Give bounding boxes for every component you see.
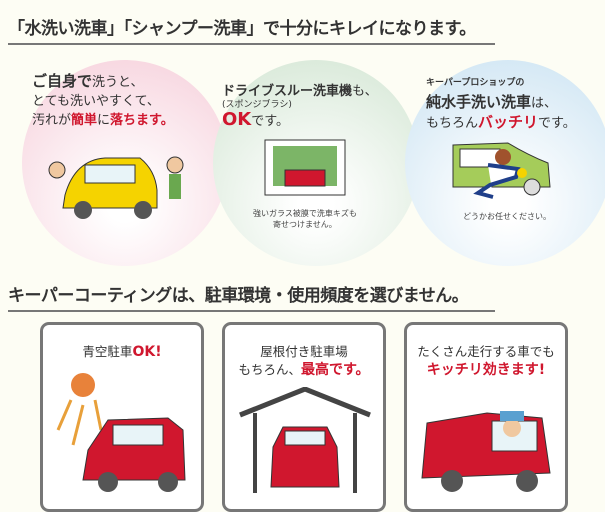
- sun-car-illustration: [56, 373, 186, 492]
- card-high-mileage: たくさん走行する車でもキッチリ効きます!: [404, 322, 568, 512]
- garage-car-illustration: [239, 387, 371, 493]
- drive-thru-note: 強いガラス被膜で洗車キズも寄せつけません。: [253, 209, 357, 229]
- self-wash-illustration: [48, 156, 184, 219]
- divider: [8, 43, 495, 45]
- section-heading-wash: 「水洗い洗車」「シャンプー洗車」で十分にキレイになります。: [8, 19, 476, 39]
- card-covered-parking: 屋根付き駐車場もちろん、最高です。: [222, 322, 386, 512]
- hand-wash-note: どうかお任せください。: [463, 212, 551, 221]
- self-wash-text: ご自身で洗うと、 とても洗いやすくて、 汚れが簡単に落ちます。: [32, 72, 174, 128]
- hand-wash-illustration: [452, 142, 551, 199]
- divider: [8, 310, 495, 312]
- card-outdoor-parking: 青空駐車OK!: [40, 322, 204, 512]
- driving-car-illustration: [421, 411, 551, 492]
- drive-thru-text: ドライブスルー洗車機も、 (スポンジブラシ) OKです。: [222, 84, 378, 130]
- section-heading-coating: キーパーコーティングは、駐車環境・使用頻度を選びません。: [8, 286, 469, 306]
- car-wash-machine-illustration: [264, 139, 346, 196]
- hand-wash-text: キーパープロショップの 純水手洗い洗車は、 もちろんバッチリです。: [426, 78, 576, 131]
